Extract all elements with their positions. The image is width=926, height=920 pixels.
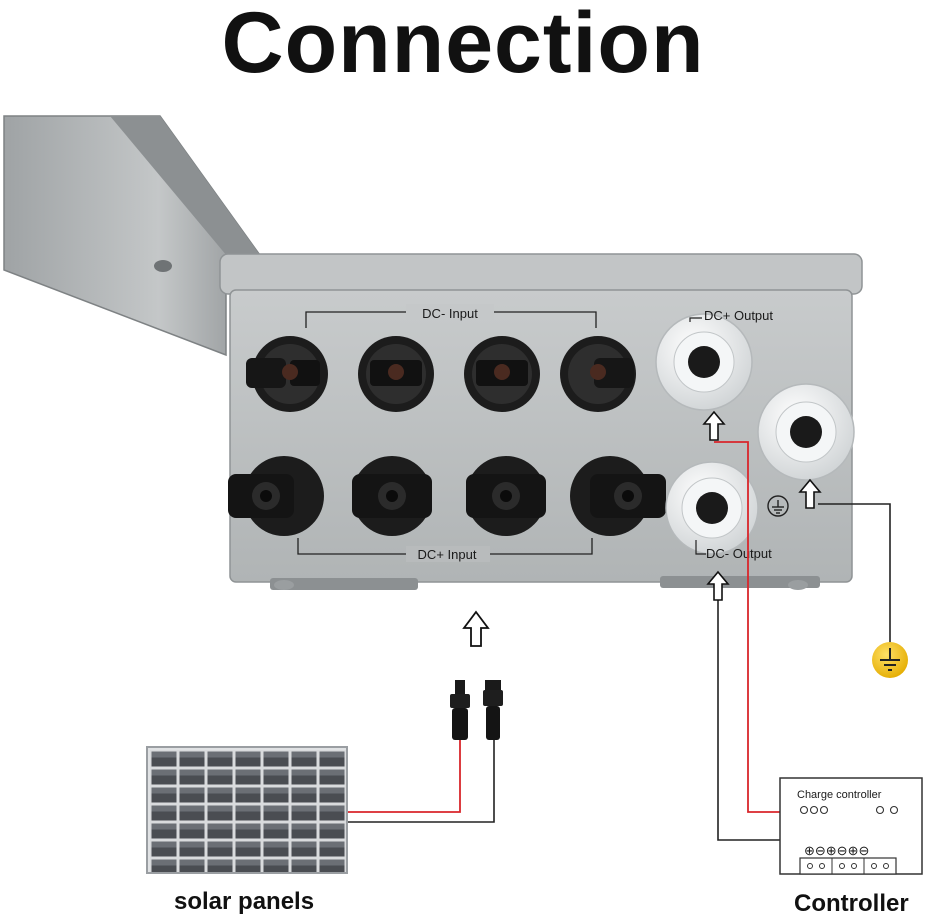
up-arrow-icon — [798, 478, 822, 509]
dc-minus-output-wire — [717, 600, 786, 841]
mc4-connector-icon — [228, 456, 324, 536]
ground-badge-icon — [872, 642, 908, 678]
enclosure-lid — [3, 115, 264, 357]
mc4-connector-icon — [560, 336, 636, 412]
terminal-signs: ⊕⊖⊕⊖⊕⊖ — [804, 843, 869, 858]
mc4-connector-icon — [358, 336, 434, 412]
controller-caption: Controller — [794, 890, 909, 917]
up-arrow-icon — [462, 610, 490, 647]
solar-panels-caption: solar panels — [174, 888, 315, 915]
mc4-connector-icon — [570, 456, 666, 536]
dc-minus-input-label: DC- Input — [422, 306, 478, 321]
ground-wire — [818, 503, 891, 646]
charge-controller-label: Charge controller — [797, 789, 882, 801]
dc-plus-input-label: DC+ Input — [418, 547, 477, 562]
panel-red-wire — [346, 740, 461, 813]
page-title: Connection — [221, 0, 705, 91]
panel-black-wire — [346, 740, 495, 823]
mc4-connector-icon — [466, 456, 546, 536]
mc4-connector-icon — [450, 680, 503, 740]
ground-symbol-icon — [767, 495, 789, 517]
mc4-connector-icon — [464, 336, 540, 412]
up-arrow-icon — [702, 410, 726, 441]
mc4-connector-icon — [352, 456, 432, 536]
dc-minus-output-label: DC- Output — [706, 546, 772, 561]
mc4-connector-icon — [246, 336, 328, 412]
terminal-screws — [807, 858, 889, 874]
wiring — [346, 441, 891, 841]
indicator-leds — [799, 805, 899, 815]
charge-controller: Charge controller ⊕⊖⊕⊖⊕⊖ — [779, 777, 923, 875]
ground-gland — [757, 383, 855, 481]
dc-plus-output-label: DC+ Output — [704, 308, 773, 323]
dc-plus-output-wire — [714, 441, 786, 813]
solar-panel-icon — [146, 746, 348, 874]
dc-minus-input-connectors — [246, 336, 636, 412]
dc-plus-output-gland — [655, 313, 753, 411]
up-arrow-icon — [706, 570, 730, 601]
dc-minus-output-gland — [665, 461, 759, 555]
dc-plus-input-connectors — [228, 456, 666, 536]
